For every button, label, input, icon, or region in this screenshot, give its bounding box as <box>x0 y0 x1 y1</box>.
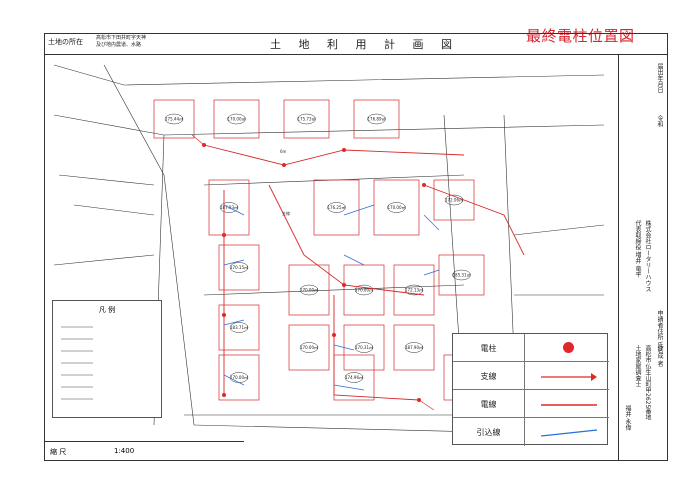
lot-area-marker <box>404 342 424 353</box>
lot-outline <box>218 304 260 351</box>
legend-pane-title: 凡 例 <box>98 306 116 314</box>
era-label: 令和 <box>656 115 663 127</box>
lot-area-marker <box>299 284 319 296</box>
power-lines <box>203 144 525 401</box>
lot-area-marker <box>354 284 374 296</box>
lot-outline <box>218 244 260 291</box>
lot-outline <box>213 99 260 139</box>
lot-outline <box>283 99 330 139</box>
lot-area-marker <box>229 322 249 333</box>
legend-label-stay: 支線 <box>453 362 525 390</box>
lot-outline <box>153 99 195 139</box>
lot-area-marker <box>299 342 319 353</box>
lot-outline <box>393 264 435 316</box>
lot-area-marker <box>387 202 406 213</box>
company-rep: 代表取締役 増井 竜平 <box>634 220 641 278</box>
lot-area-marker <box>327 202 346 213</box>
date-label: 届出年月日 <box>656 63 663 93</box>
lot-area-label: 170.00㎡ <box>300 344 318 350</box>
legend-row-stay: 支線 <box>453 362 609 390</box>
legend-label-pole: 電柱 <box>453 334 525 362</box>
legend-row-drop: 引込線 <box>453 418 609 446</box>
lot-outline <box>373 179 420 236</box>
drafter-label: 作 成 者 <box>656 345 663 367</box>
lot-area-marker <box>344 372 364 383</box>
lot-area-marker <box>164 113 184 125</box>
lot-area-label: 172.06㎡ <box>445 197 463 203</box>
lot-area-label: 170.00㎡ <box>230 374 248 380</box>
support-label: 支線 <box>282 210 290 216</box>
drawing-sheet <box>44 33 668 461</box>
lot-area-label: 187.93㎡ <box>220 204 238 210</box>
pole-symbol-icon <box>563 342 574 353</box>
legend-label-drop: 引込線 <box>453 418 525 446</box>
title-block-column: 届出年月日 令和 株式会社ロータリーハウス 代表取締役 増井 竜平 申請者住所 … <box>618 55 668 461</box>
lot-area-label: 176.89㎡ <box>368 116 386 122</box>
lot-area-label: 170.00㎡ <box>355 287 373 293</box>
lot-area-label: 187.90㎡ <box>405 344 423 350</box>
title-block-header <box>44 33 668 55</box>
stay-arrow-icon <box>541 373 597 381</box>
lot-outline <box>288 264 330 316</box>
plan-title: 土 地 利 用 計 画 図 <box>270 38 459 51</box>
lot-area-label: 183.71㎡ <box>230 324 248 330</box>
lot-group: 175.44㎡ 170.00㎡ 175.73㎡ 176.89㎡ 187.93㎡ 176.2… <box>153 99 485 401</box>
road-width-label: 6m <box>280 149 287 154</box>
lot-area-label: 170.00㎡ <box>300 287 318 293</box>
overlay-title: 最終電柱位置図 <box>526 27 635 45</box>
scale-label: 縮 尺 <box>50 448 67 456</box>
lot-area-label: 185.31㎡ <box>453 272 471 278</box>
scale-value: 1:400 <box>114 447 135 455</box>
lot-outline <box>218 354 260 401</box>
legend-label-wire: 電線 <box>453 390 525 418</box>
lot-area-marker <box>367 113 386 125</box>
lot-area-label: 175.73㎡ <box>298 116 316 122</box>
lot-area-marker <box>354 342 374 353</box>
lot-area-marker <box>219 202 239 213</box>
drop-line-icon <box>540 429 598 437</box>
lot-outline <box>433 179 475 221</box>
lot-area-marker <box>297 113 316 125</box>
lot-area-marker <box>229 262 249 273</box>
lot-area-label: 175.44㎡ <box>165 116 183 122</box>
office-name: 土地家屋調査士 <box>634 345 641 387</box>
pole-legend-box: 電柱 支線 電線 引込線 <box>452 333 609 446</box>
lot-area-label: 170.00㎡ <box>388 204 406 210</box>
location-text: 高松市下田井町字天神 及び地内農道、水路 <box>96 35 147 48</box>
lot-area-label: 172.13㎡ <box>405 287 423 293</box>
service-drops <box>223 204 440 391</box>
lot-area-label: 174.96㎡ <box>345 374 363 380</box>
legend-row-wire: 電線 <box>453 390 609 418</box>
scale-box: 縮 尺 1:400 <box>44 441 244 461</box>
lot-area-label: 176.25㎡ <box>328 204 346 210</box>
office-address: 高松市仏生山町甲2625番地 <box>644 345 651 421</box>
lot-outline <box>208 179 250 236</box>
company-name: 株式会社ロータリーハウス <box>644 220 651 292</box>
surveyor-name: 福井 永偉 <box>624 405 631 431</box>
legend-row-pole: 電柱 <box>453 334 609 362</box>
legend-pane: 凡 例 <box>52 300 162 418</box>
wire-line-icon <box>541 404 597 406</box>
lot-area-label: 170.15㎡ <box>230 264 248 270</box>
lot-area-label: 170.00㎡ <box>228 116 246 122</box>
lot-outline <box>438 254 485 296</box>
lot-outline <box>353 99 400 139</box>
lot-area-marker <box>227 113 246 125</box>
lot-area-marker <box>404 284 424 296</box>
lot-area-marker <box>452 269 471 281</box>
lot-outline <box>393 324 435 371</box>
location-label: 土地の所在 <box>48 38 83 46</box>
applicant-label: 申請者住所 氏名 <box>656 310 663 354</box>
stay-wires <box>191 134 435 411</box>
lot-area-label: 170.31㎡ <box>355 344 373 350</box>
lot-outline <box>313 179 360 236</box>
lot-outline <box>288 324 330 371</box>
